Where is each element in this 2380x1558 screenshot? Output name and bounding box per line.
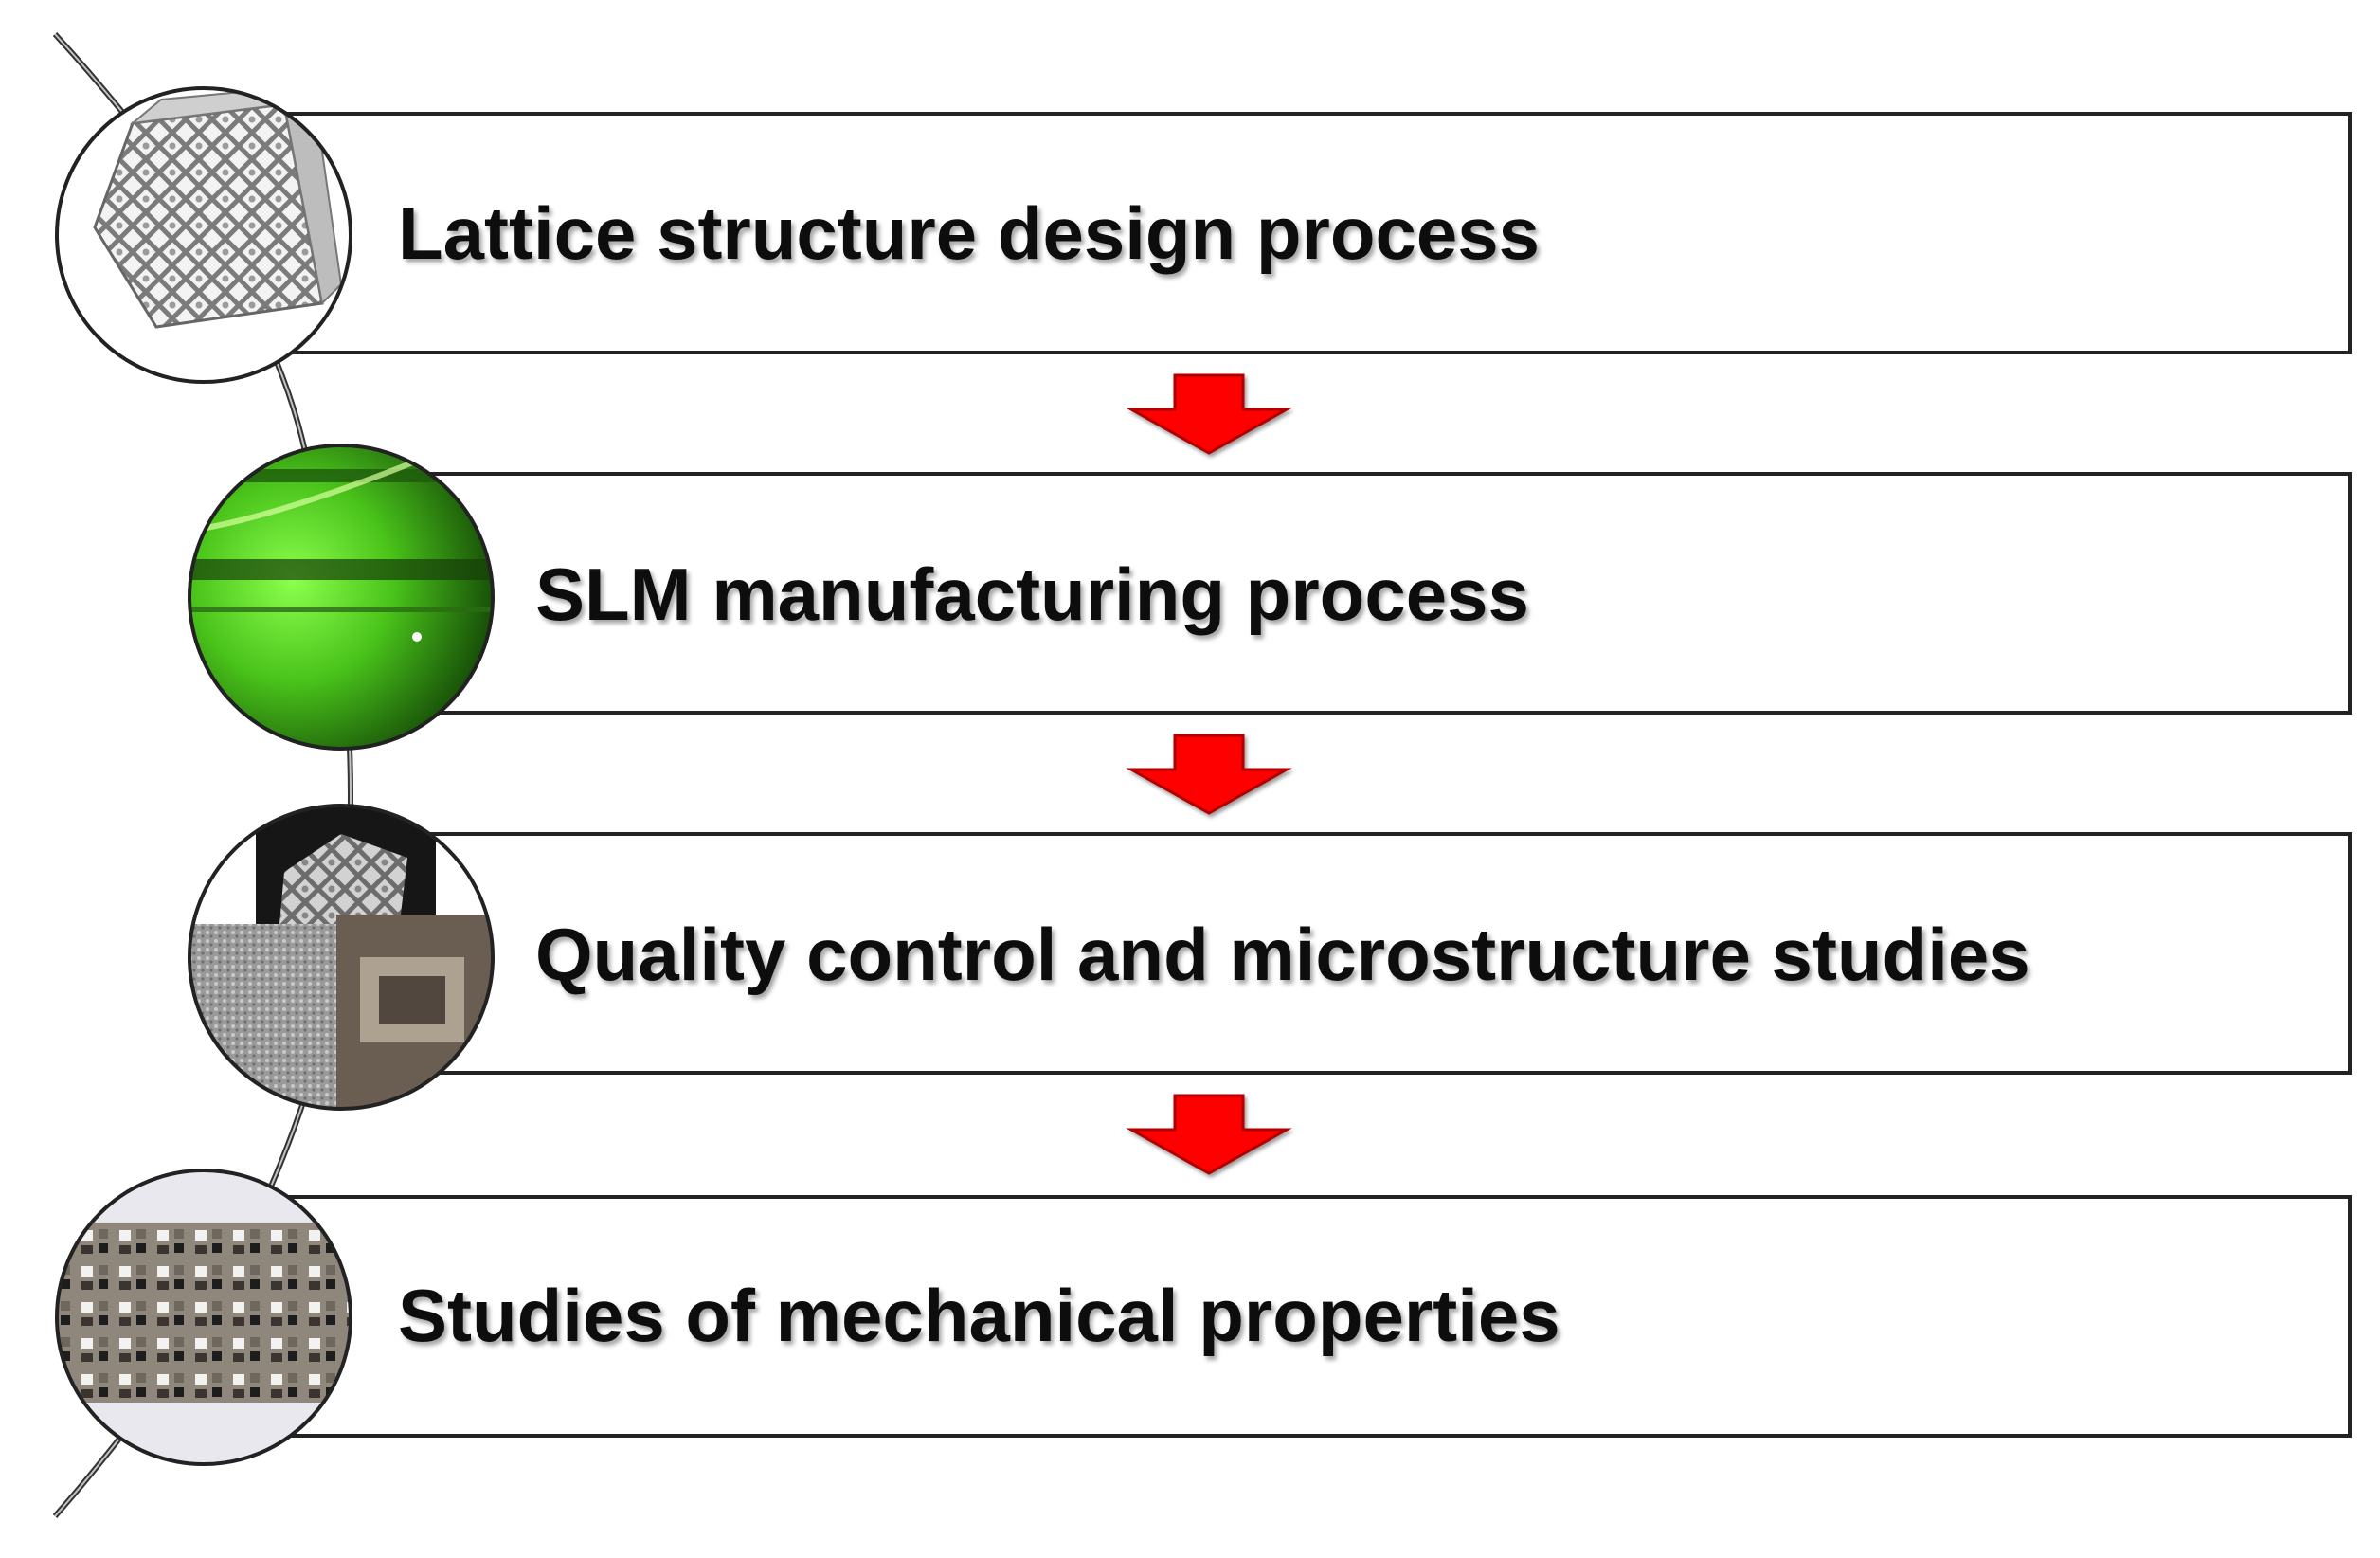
step-box-1	[225, 112, 2352, 354]
step-box-3	[368, 832, 2352, 1075]
step-box-2	[368, 472, 2352, 715]
step-label-2: SLM manufacturing process	[535, 553, 1529, 636]
step-box-4	[225, 1195, 2352, 1438]
step-label-4: Studies of mechanical properties	[398, 1274, 1560, 1357]
lattice-specimen-image	[55, 1168, 352, 1466]
down-arrow-icon	[1126, 734, 1292, 815]
green-laser-chamber-image	[188, 444, 495, 751]
down-arrow-icon	[1126, 373, 1292, 455]
lattice-cube-image	[55, 86, 352, 384]
step-label-1: Lattice structure design process	[398, 191, 1540, 275]
step-label-3: Quality control and microstructure studi…	[535, 913, 2030, 996]
down-arrow-icon	[1126, 1094, 1292, 1175]
